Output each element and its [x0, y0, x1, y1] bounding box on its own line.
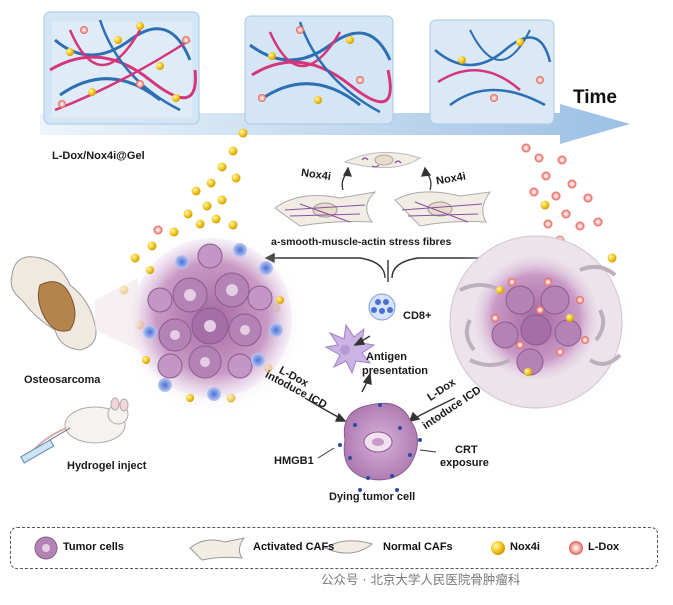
legend-box: Tumor cells Activated CAFs Normal CAFs N…	[10, 527, 658, 569]
cd8-cell	[368, 293, 396, 321]
hmgb1-label: HMGB1	[274, 455, 314, 467]
hydrogel-inject-label: Hydrogel inject	[67, 460, 147, 472]
tumor-right	[438, 224, 634, 420]
nox4i-arrows	[341, 166, 432, 191]
hydrogel-cube-3	[429, 19, 555, 125]
activated-caf-right	[394, 191, 492, 227]
dying-tumor-cell-label: Dying tumor cell	[329, 491, 416, 503]
presentation-label: presentation	[362, 365, 429, 377]
normal-caf-top	[343, 151, 422, 169]
crt-label: CRT	[455, 444, 478, 456]
time-label: Time	[573, 87, 618, 108]
activated-caf-left	[274, 191, 377, 227]
hydrogel-cube-2	[244, 15, 394, 125]
icd-arrows	[304, 335, 456, 422]
legend-activated-cafs: Activated CAFs	[253, 541, 335, 553]
osteosarcoma-label: Osteosarcoma	[24, 374, 101, 386]
mouse-injection	[20, 397, 129, 464]
cd8-label: CD8+	[403, 310, 432, 322]
hydrogel-cube-1	[43, 11, 200, 125]
legend-ldox: L-Dox	[588, 541, 620, 553]
legend-icons	[34, 536, 583, 561]
antigen-label: Antigen	[366, 351, 407, 363]
released-ldox	[521, 143, 617, 263]
normal-caf-legend-icon	[323, 540, 374, 554]
gel-label: L-Dox/Nox4i@Gel	[52, 150, 145, 162]
dying-tumor-cell	[317, 402, 437, 492]
legend-tumor-cells: Tumor cells	[63, 541, 124, 553]
antigen-presenting-cell	[324, 323, 376, 375]
legend-normal-cafs: Normal CAFs	[383, 541, 453, 553]
activated-caf-legend-icon	[189, 537, 246, 561]
osteosarcoma-bone	[10, 256, 138, 351]
stress-fibres-label: a-smooth-muscle-actin stress fibres	[271, 236, 452, 248]
legend-nox4i: Nox4i	[510, 541, 540, 553]
watermark: 公众号 · 北京大学人民医院骨肿瘤科	[321, 572, 521, 587]
tumor-left	[116, 227, 308, 419]
crt-exposure-label: exposure	[440, 457, 489, 469]
gel-particles	[58, 22, 544, 108]
